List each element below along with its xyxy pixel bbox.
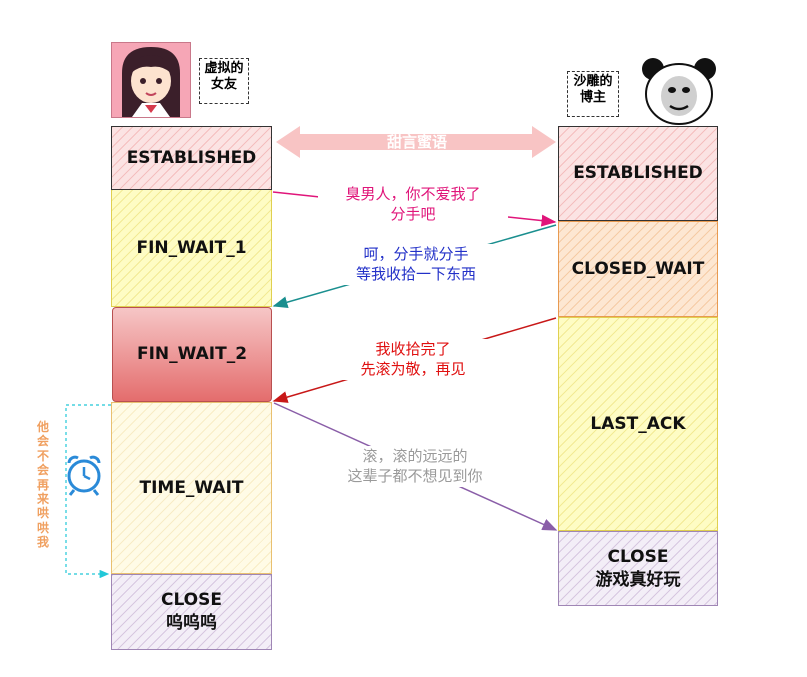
message-done-packing: 我收拾完了 先滚为敬，再见 xyxy=(328,339,498,380)
girlfriend-tag: 虚拟的 女友 xyxy=(199,58,249,104)
left-state-fin-wait-2: FIN_WAIT_2 xyxy=(112,307,272,402)
right-state-closed-wait: CLOSED_WAIT xyxy=(558,221,718,317)
sweet-talk-double-arrow xyxy=(276,126,556,158)
girl-face-icon xyxy=(122,47,180,117)
right-state-last-ack: LAST_ACK xyxy=(558,317,718,531)
message-break-up: 臭男人，你不爱我了 分手吧 xyxy=(318,184,508,225)
left-state-close: CLOSE 呜呜呜 xyxy=(111,574,272,650)
panda-face-icon xyxy=(642,58,716,125)
blogger-tag: 沙雕的 博主 xyxy=(567,71,619,117)
sweet-talk-label: 甜言蜜语 xyxy=(386,133,447,151)
left-state-time-wait: TIME_WAIT xyxy=(111,402,272,574)
blogger-avatar xyxy=(640,56,718,126)
right-state-established: ESTABLISHED xyxy=(558,126,718,221)
left-state-fin-wait-1: FIN_WAIT_1 xyxy=(111,190,272,307)
girlfriend-avatar xyxy=(111,42,191,118)
wait-note: 他 会 不 会 再 来 哄 哄 我 xyxy=(36,420,49,550)
right-state-close: CLOSE 游戏真好玩 xyxy=(558,531,718,606)
left-state-established: ESTABLISHED xyxy=(111,126,272,190)
alarm-clock-icon xyxy=(67,455,101,496)
message-ack-break-up: 呵，分手就分手 等我收拾一下东西 xyxy=(326,244,506,285)
wait-bracket xyxy=(65,404,111,579)
message-get-lost: 滚，滚的远远的 这辈子都不想见到你 xyxy=(310,446,520,487)
